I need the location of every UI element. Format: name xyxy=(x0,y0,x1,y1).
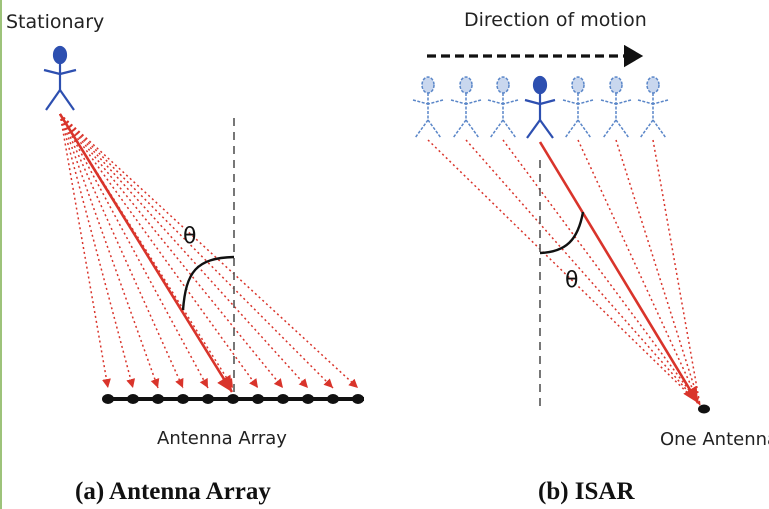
antenna-element-9 xyxy=(302,394,314,404)
antenna-element-4 xyxy=(177,394,189,404)
antenna-array-label: Antenna Array xyxy=(157,428,287,449)
antenna-element-7 xyxy=(252,394,264,404)
stationary-person-icon xyxy=(43,45,77,111)
dotted-ray-b-3 xyxy=(502,139,701,406)
caption-a: (a) Antenna Array xyxy=(75,478,271,505)
main-ray-b xyxy=(538,141,700,404)
one-antenna-label: One Antenna xyxy=(660,429,769,450)
antenna-element-6 xyxy=(227,394,239,404)
direction-of-motion-label: Direction of motion xyxy=(464,9,647,31)
panel-a: Stationary θ Antenna Array (a) Antenna A… xyxy=(6,11,364,505)
dotted-ray-a-2 xyxy=(59,113,136,389)
dotted-ray-a-9 xyxy=(59,113,309,389)
main-ray-a xyxy=(58,113,234,393)
angle-arc-b xyxy=(539,211,585,255)
antenna-element-3 xyxy=(152,394,164,404)
antenna-element-1 xyxy=(102,394,114,404)
antenna-element-11 xyxy=(352,394,364,404)
antenna-elements xyxy=(102,394,364,404)
theta-label-a: θ xyxy=(183,224,196,249)
dotted-ray-a-5 xyxy=(59,113,209,389)
panel-b: Direction of motion θ One Antenna (b) IS… xyxy=(412,9,769,505)
antenna-element-8 xyxy=(277,394,289,404)
moving-person-ghost-icon-2 xyxy=(450,76,482,139)
moving-person-ghost-icon-5 xyxy=(562,76,594,139)
dotted-ray-b-2 xyxy=(465,139,701,406)
dotted-ray-a-8 xyxy=(59,113,284,389)
dotted-ray-a-4 xyxy=(59,113,184,389)
antenna-element-5 xyxy=(202,394,214,404)
isar-rays xyxy=(427,139,701,406)
antenna-array-rays xyxy=(59,113,359,389)
angle-arc-a xyxy=(181,255,235,311)
moving-person-ghost-icon-3 xyxy=(487,76,519,139)
dotted-ray-a-6 xyxy=(59,113,234,389)
moving-person-ghost-icon-1 xyxy=(412,76,444,139)
dotted-ray-a-7 xyxy=(59,113,259,389)
moving-person-positions xyxy=(412,75,669,139)
moving-person-ghost-icon-7 xyxy=(637,76,669,139)
one-antenna-icon xyxy=(698,404,710,414)
dotted-ray-a-3 xyxy=(59,113,160,389)
theta-label-b: θ xyxy=(565,268,578,293)
caption-b: (b) ISAR xyxy=(538,478,635,505)
dotted-ray-a-1 xyxy=(59,113,111,389)
dotted-ray-b-6 xyxy=(615,139,701,406)
dotted-ray-a-11 xyxy=(59,113,359,389)
antenna-element-10 xyxy=(327,394,339,404)
moving-person-current-icon xyxy=(524,75,556,139)
dotted-ray-b-1 xyxy=(427,139,701,406)
antenna-element-2 xyxy=(127,394,139,404)
stationary-label: Stationary xyxy=(6,11,104,33)
dotted-ray-b-5 xyxy=(577,139,701,406)
moving-person-ghost-icon-6 xyxy=(600,76,632,139)
